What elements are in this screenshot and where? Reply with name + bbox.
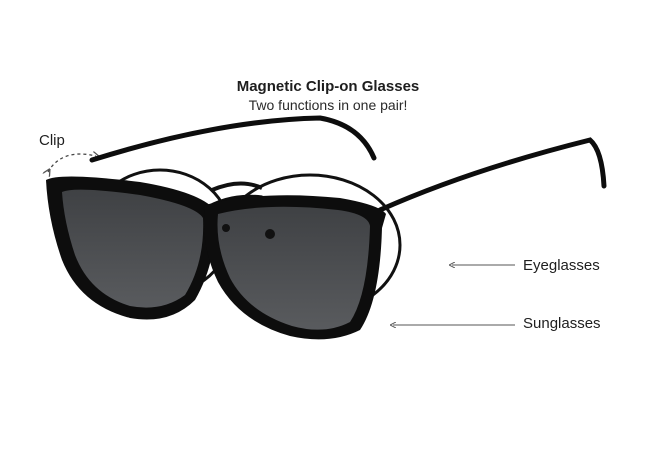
clip-callout-label: Clip (39, 132, 65, 149)
diagram-subtitle: Two functions in one pair! (248, 97, 408, 113)
left-temple (89, 115, 377, 163)
diagram-title: Magnetic Clip-on Glasses (236, 78, 420, 95)
eyeglasses-callout-label: Eyeglasses (523, 257, 600, 274)
nose-pad-left (222, 224, 230, 232)
nose-pad-right (265, 229, 275, 239)
right-temple (377, 137, 607, 213)
clip-right-lens (217, 206, 370, 330)
eyeglass-bridge (211, 181, 263, 192)
clip-left-lens (62, 189, 204, 308)
sunglasses-callout-label: Sunglasses (523, 315, 601, 332)
clip-arrow-icon (48, 154, 96, 172)
